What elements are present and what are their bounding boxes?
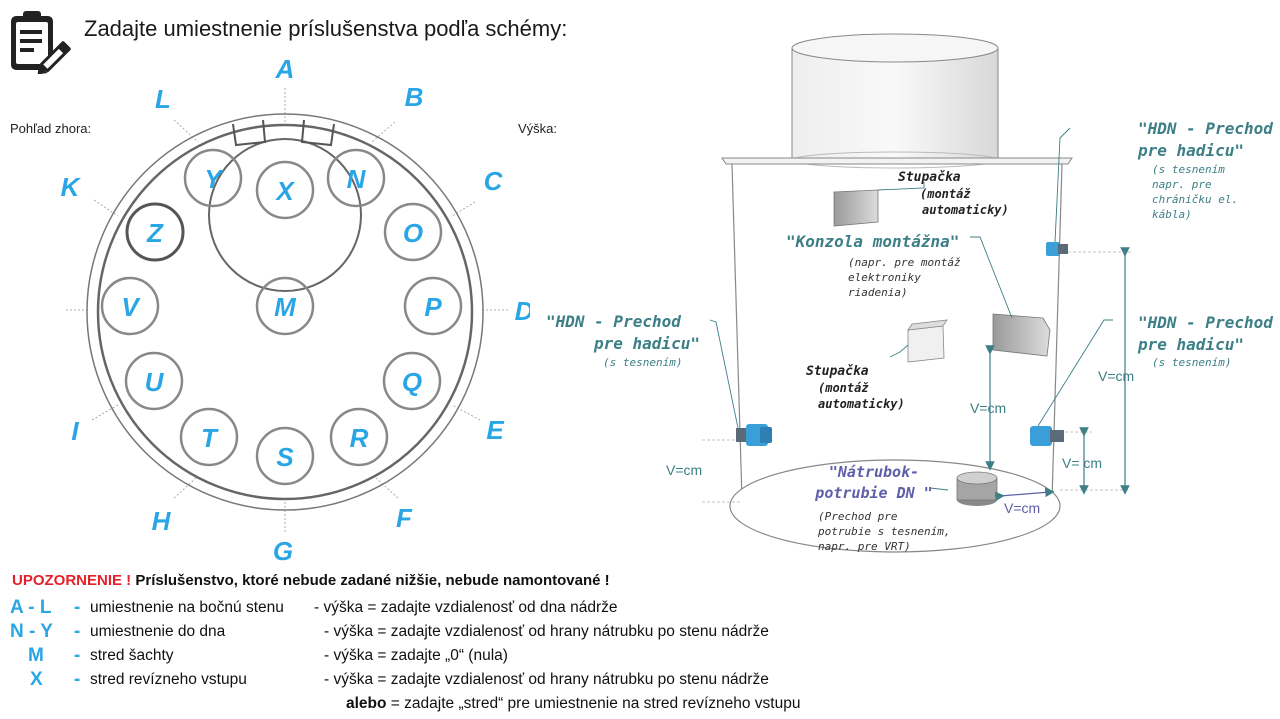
stupacka-2-note: (montáž [818,381,869,395]
outer-label-e: E [486,415,504,445]
circle-label-x: X [274,176,295,206]
konzola-note-1: (napr. pre montáž [848,256,961,269]
legend-height: - výška = zadajte vzdialenosť od dna nád… [314,599,618,616]
clipboard-edit-icon [8,8,74,75]
legend-key-x: X [30,669,43,690]
circle-label-u: U [145,367,165,397]
dim-right-upper: V=cm [1098,368,1135,384]
natrubok-note-1: (Prechod pre [818,510,898,523]
circle-label-p: P [424,292,442,322]
hdn-top-right-name2: pre hadicu" [1138,141,1244,160]
hdn-top-right-name1: "HDN - Prechod [1138,119,1273,138]
outer-label-h: H [152,506,172,536]
legend-extra-text: = zadajte „stred“ pre umiestnenie na str… [390,695,801,712]
outer-label-c: C [484,166,504,196]
circle-label-q: Q [402,367,422,397]
side-view-label: Výška: [518,121,558,136]
legend-extra-row: alebo = zadajte „stred“ pre umiestnenie … [346,695,800,713]
hdn-top-right-note-1: (s tesnením [1152,163,1225,176]
dim-right-lower: V= cm [1062,455,1103,471]
dim-left: V=cm [666,462,703,478]
legend-place: stred revízneho vstupu [90,671,247,688]
top-view-diagram: X Y N Z O M V P U Q T R S A B C D E F G … [61,54,530,566]
natrubok-name2: potrubie DN " [815,484,933,502]
stupacka-2-name: Stupačka [806,364,869,379]
legend-key-n-y: N - Y [10,621,53,642]
circle-label-r: R [350,423,369,453]
legend-row-a-l: A - L - umiestnenie na bočnú stenu - výš… [10,597,1270,621]
konzola-note-2: elektroniky [848,271,921,284]
legend-key-a-l: A - L [10,597,52,618]
outer-label-a: A [275,54,295,84]
circle-label-s: S [276,442,294,472]
natrubok-note-3: napr. pre VRT) [818,540,911,553]
konzola-note-3: riadenia) [848,286,908,299]
stupacka-2-note2: automaticky) [818,397,905,411]
circle-label-m: M [274,292,297,322]
legend-dash: - [74,669,81,690]
natrubok-label: "Nátrubok- potrubie DN " [804,462,944,504]
hdn-top-right-note-3: chráničku el. [1152,193,1239,206]
hdn-right-note: (s tesnením) [1152,356,1232,369]
hdn-top-right-label: "HDN - Prechod pre hadicu" [1138,118,1273,162]
legend-height: - výška = zadajte vzdialenosť od hrany n… [324,623,769,640]
side-view-diagram [700,33,1132,553]
hdn-top-right-note-2: napr. pre [1152,178,1212,191]
natrubok-note: (Prechod pre potrubie s tesnením, napr. … [818,509,950,554]
outer-label-i: I [71,416,79,446]
circle-label-t: T [201,423,219,453]
legend-row-m: M - stred šachty - výška = zadajte „0“ (… [10,645,1270,669]
hdn-top-right-note-4: kábla) [1152,208,1192,221]
circle-label-y: Y [204,164,224,194]
legend-dash: - [74,621,81,642]
stupacka-1-note2: automaticky) [922,203,1009,217]
hdn-right-name2: pre hadicu" [1138,335,1244,354]
circle-label-v: V [121,292,141,322]
circle-label-z: Z [146,218,164,248]
legend-dash: - [74,645,81,666]
stupacka-1-note: (montáž [920,187,971,201]
natrubok-name1: "Nátrubok- [828,463,920,481]
stupacka-2-label: Stupačka (montáž automaticky) [806,364,905,412]
legend-place: stred šachty [90,647,174,664]
konzola-name: "Konzola montážna" [786,232,960,251]
hdn-top-right-note: (s tesnením napr. pre chráničku el. kábl… [1152,162,1238,222]
outer-label-d: D [515,296,530,326]
dim-bottom: V=cm [1004,500,1041,516]
hdn-left-note: (s tesnením) [603,356,683,369]
dim-middle: V=cm [970,400,1007,416]
legend-height: - výška = zadajte „0“ (nula) [324,647,508,664]
circle-label-o: O [403,218,423,248]
outer-label-g: G [273,536,293,566]
hdn-left-label: "HDN - Prechod pre hadicu" [546,311,700,355]
hdn-right-label: "HDN - Prechod pre hadicu" [1138,312,1273,356]
warning-line: UPOZORNENIE ! Príslušenstvo, ktoré nebud… [12,572,610,589]
top-view-label: Pohľad zhora: [10,121,92,136]
legend-dash: - [74,597,81,618]
legend-height: - výška = zadajte vzdialenosť od hrany n… [324,671,769,688]
hdn-left-name1: "HDN - Prechod [546,312,681,331]
legend-place: umiestnenie do dna [90,623,226,640]
legend-extra-bold: alebo [346,695,387,712]
hdn-right-name1: "HDN - Prechod [1138,313,1273,332]
legend-key-m: M [28,645,44,666]
legend-row-x: X - stred revízneho vstupu - výška = zad… [10,669,1270,693]
legend-place: umiestnenie na bočnú stenu [90,599,284,616]
legend-row-n-y: N - Y - umiestnenie do dna - výška = zad… [10,621,1270,645]
outer-label-f: F [396,503,413,533]
page-title: Zadajte umiestnenie príslušenstva podľa … [84,16,568,41]
warning-prefix: UPOZORNENIE ! [12,572,132,589]
hdn-left-name2: pre hadicu" [594,334,700,353]
natrubok-note-2: potrubie s tesnením, [818,525,951,538]
outer-label-b: B [405,82,424,112]
circle-label-n: N [347,164,367,194]
konzola-note: (napr. pre montáž elektroniky riadenia) [848,255,961,300]
warning-text: Príslušenstvo, ktoré nebude zadané nižši… [135,572,610,589]
stupacka-1-label: Stupačka (montáž automaticky) [898,170,1009,218]
stupacka-1-name: Stupačka [898,170,961,185]
outer-label-l: L [155,84,171,114]
outer-label-k: K [61,172,82,202]
